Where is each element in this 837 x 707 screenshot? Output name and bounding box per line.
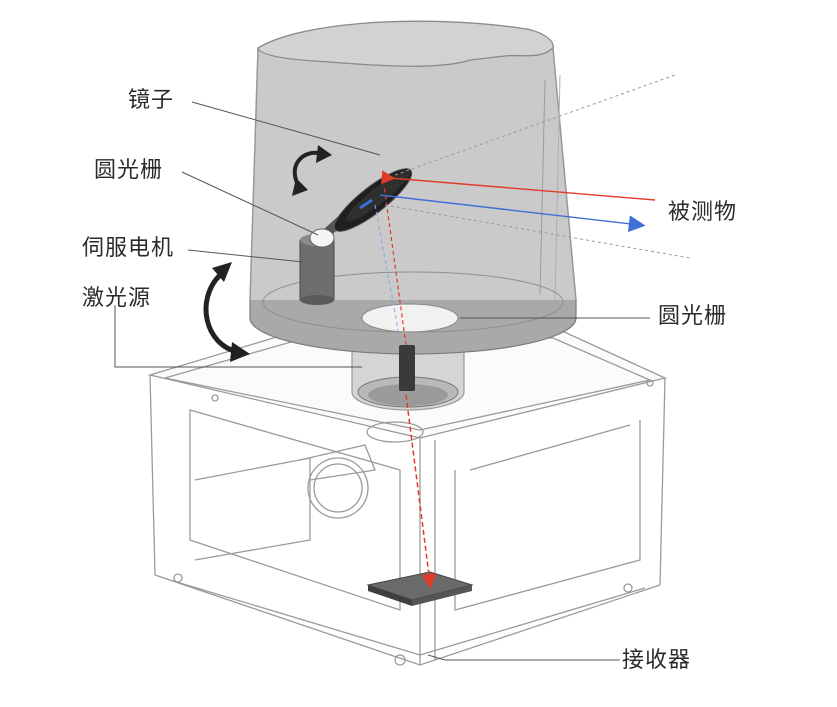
laser-emitter: [399, 345, 415, 391]
label-receiver: 接收器: [622, 648, 692, 673]
label-circular-grating-left: 圆光栅: [94, 158, 164, 183]
light-beams: [359, 74, 691, 589]
label-servo-motor: 伺服电机: [82, 236, 175, 261]
grating-opening: [361, 303, 459, 333]
receiver-chip: [366, 571, 474, 606]
mirror-rotation-arrow-icon: [292, 145, 332, 196]
label-measured-object: 被测物: [668, 200, 738, 225]
drum-rotation-arrow-icon: [203, 262, 250, 362]
label-laser-source: 激光源: [82, 286, 152, 311]
leader-lines: [114, 101, 650, 661]
label-mirror: 镜子: [128, 88, 175, 113]
label-circular-grating-right: 圆光栅: [658, 304, 728, 329]
